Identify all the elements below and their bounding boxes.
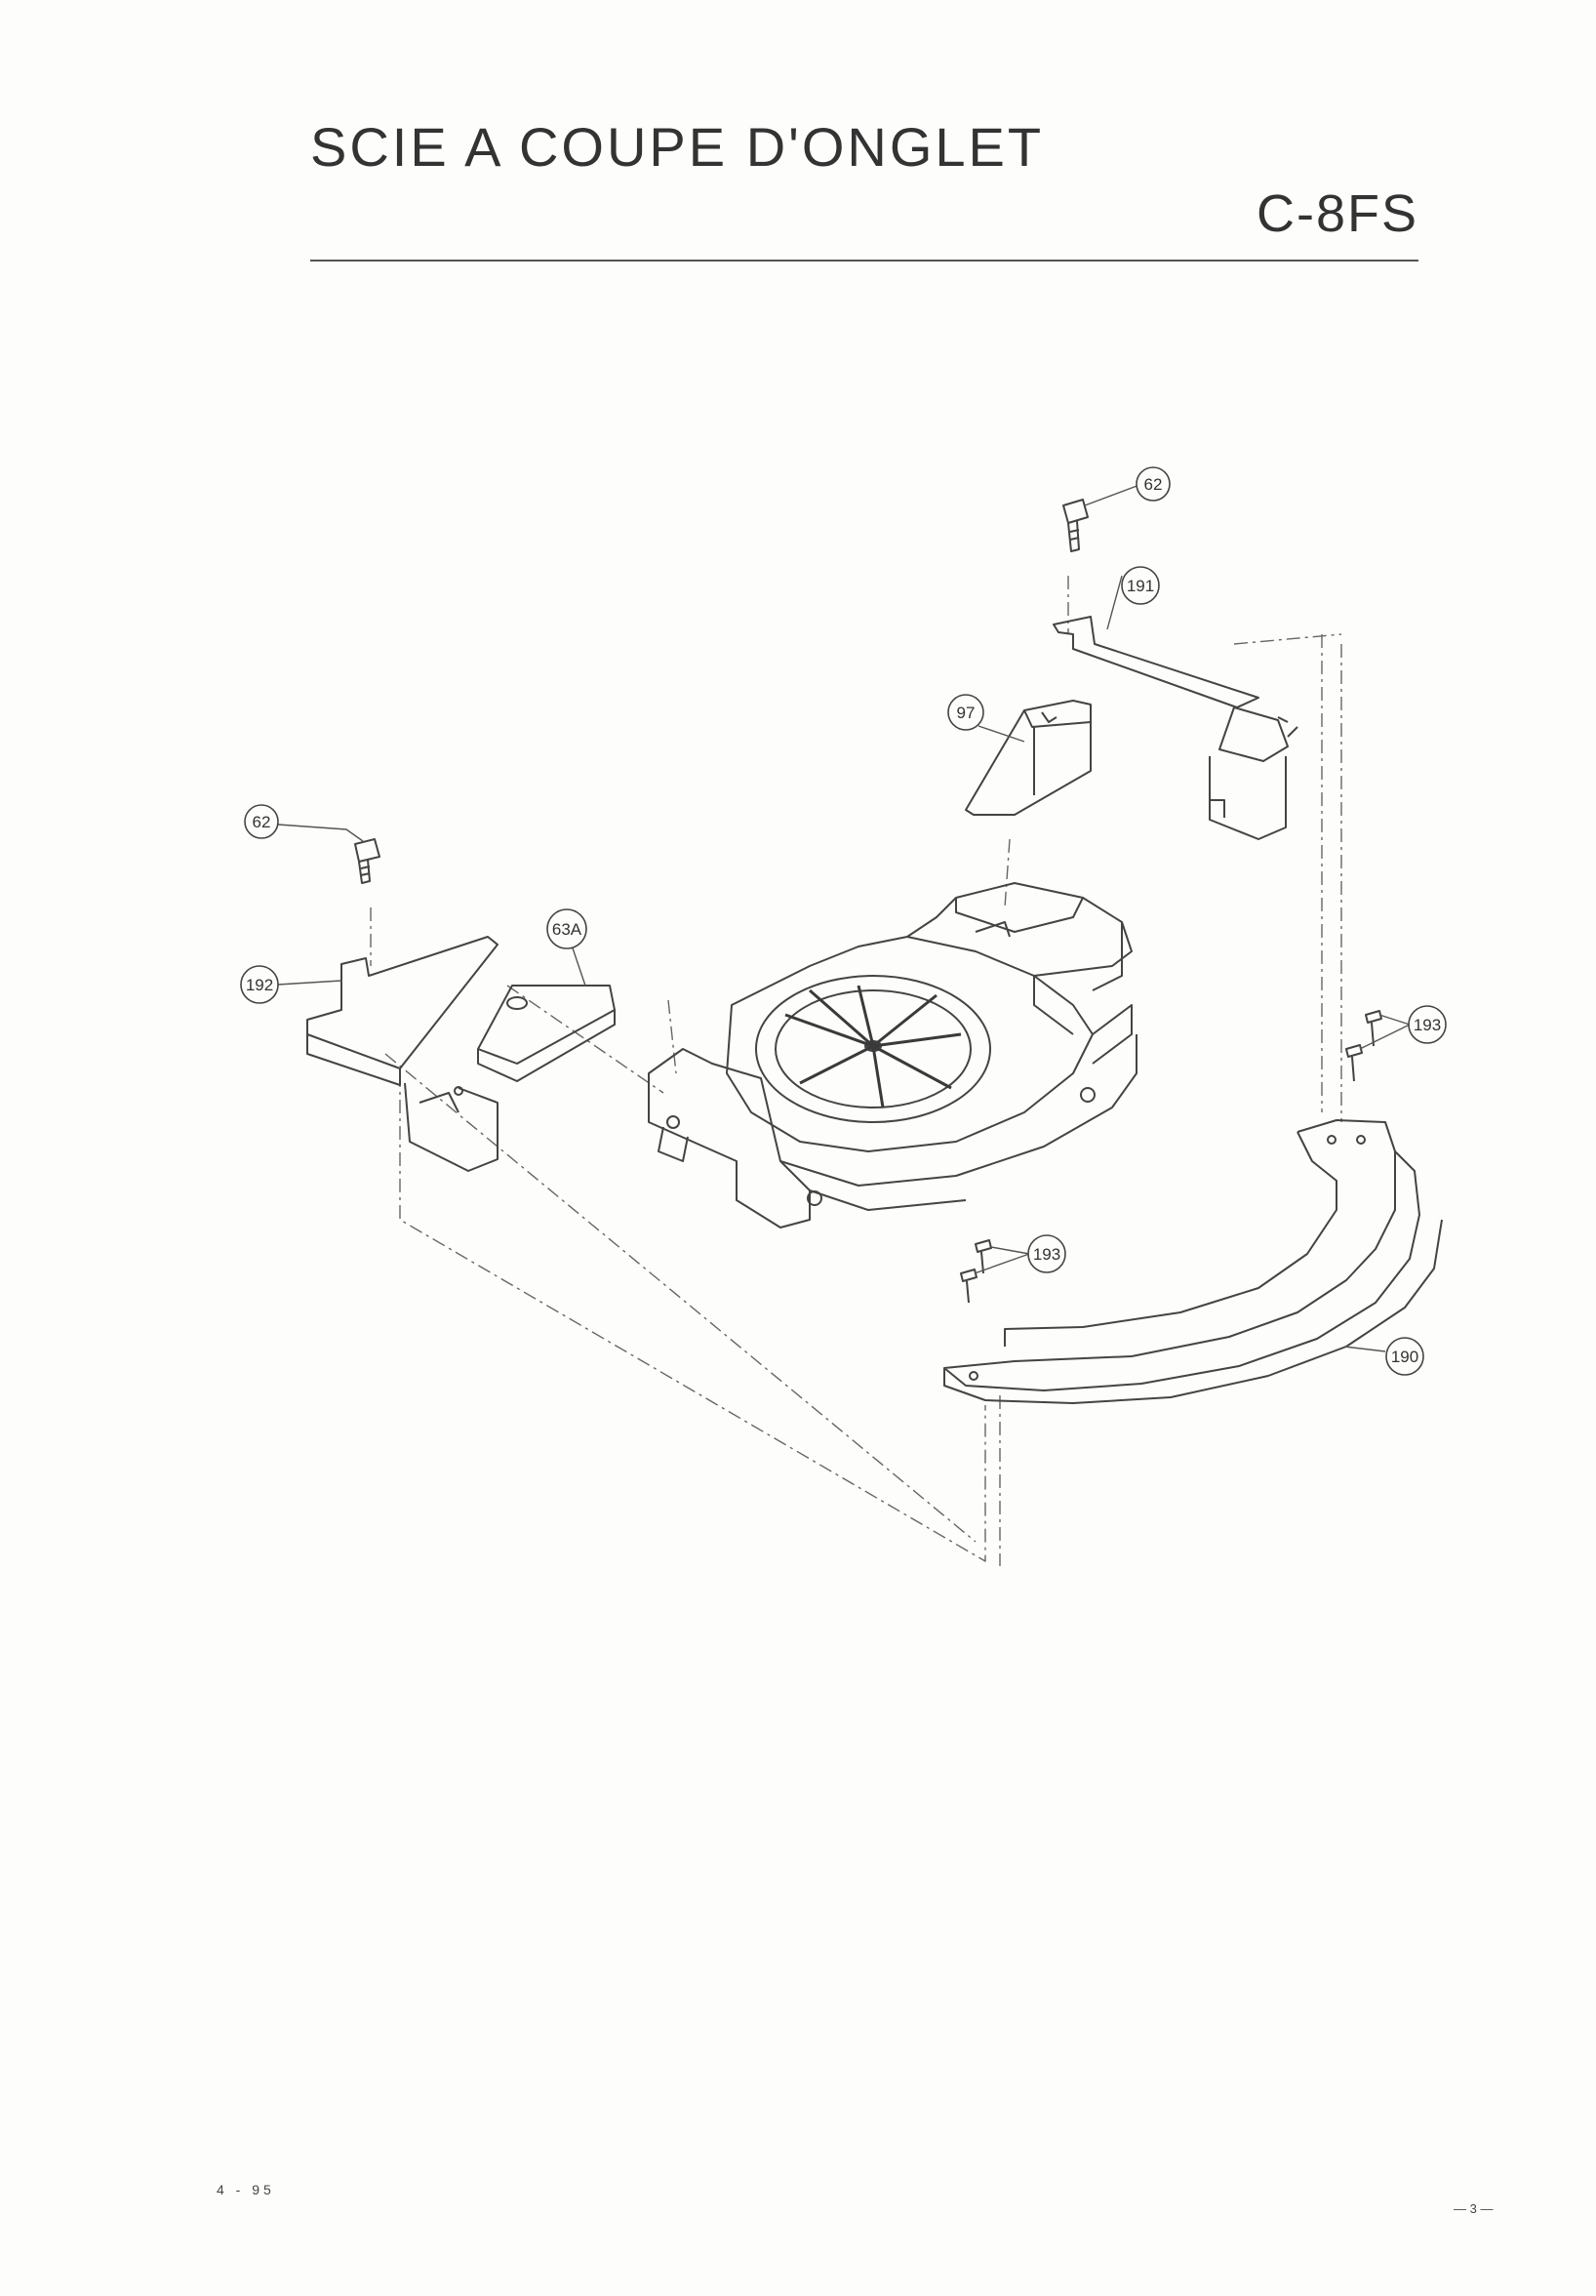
fence-arc-190 — [943, 1119, 1443, 1404]
leader-lines — [277, 484, 1411, 1352]
callout-label: 190 — [1391, 1348, 1418, 1366]
page-number: — 3 — — [1454, 2201, 1494, 2216]
model-number: C-8FS — [1256, 184, 1418, 243]
callout-190: 190 — [1385, 1337, 1424, 1376]
screws-193-mid — [960, 1239, 992, 1304]
part-63a — [477, 985, 616, 1082]
callout-97: 97 — [947, 694, 984, 731]
callout-193-right: 193 — [1408, 1005, 1447, 1044]
bracket-191 — [1053, 616, 1298, 840]
screw-62-top — [1062, 499, 1089, 552]
header-rule — [310, 260, 1418, 262]
callout-192: 192 — [240, 965, 279, 1004]
callout-label: 62 — [253, 813, 271, 831]
callout-label: 97 — [957, 704, 976, 722]
callout-label: 193 — [1033, 1245, 1060, 1264]
callout-label: 62 — [1144, 475, 1163, 494]
callout-63a: 63A — [546, 908, 587, 949]
document-title: SCIE A COUPE D'ONGLET — [310, 116, 1045, 178]
part-97 — [965, 700, 1092, 816]
screw-62-left — [354, 838, 380, 884]
callout-62-top: 62 — [1136, 466, 1171, 502]
callout-191: 191 — [1121, 566, 1160, 605]
callout-label: 192 — [246, 976, 273, 994]
callout-label: 193 — [1414, 1016, 1441, 1034]
screws-193-right — [1345, 1010, 1382, 1082]
footer-date: 4 - 95 — [217, 2182, 275, 2197]
turntable-base — [648, 882, 1137, 1229]
bracket-192 — [306, 936, 499, 1172]
callout-62-left: 62 — [244, 804, 279, 839]
callout-label: 63A — [552, 920, 582, 939]
assembly-guide-lines — [370, 576, 1342, 1566]
callout-193-mid: 193 — [1027, 1234, 1066, 1273]
callout-label: 191 — [1127, 577, 1154, 595]
